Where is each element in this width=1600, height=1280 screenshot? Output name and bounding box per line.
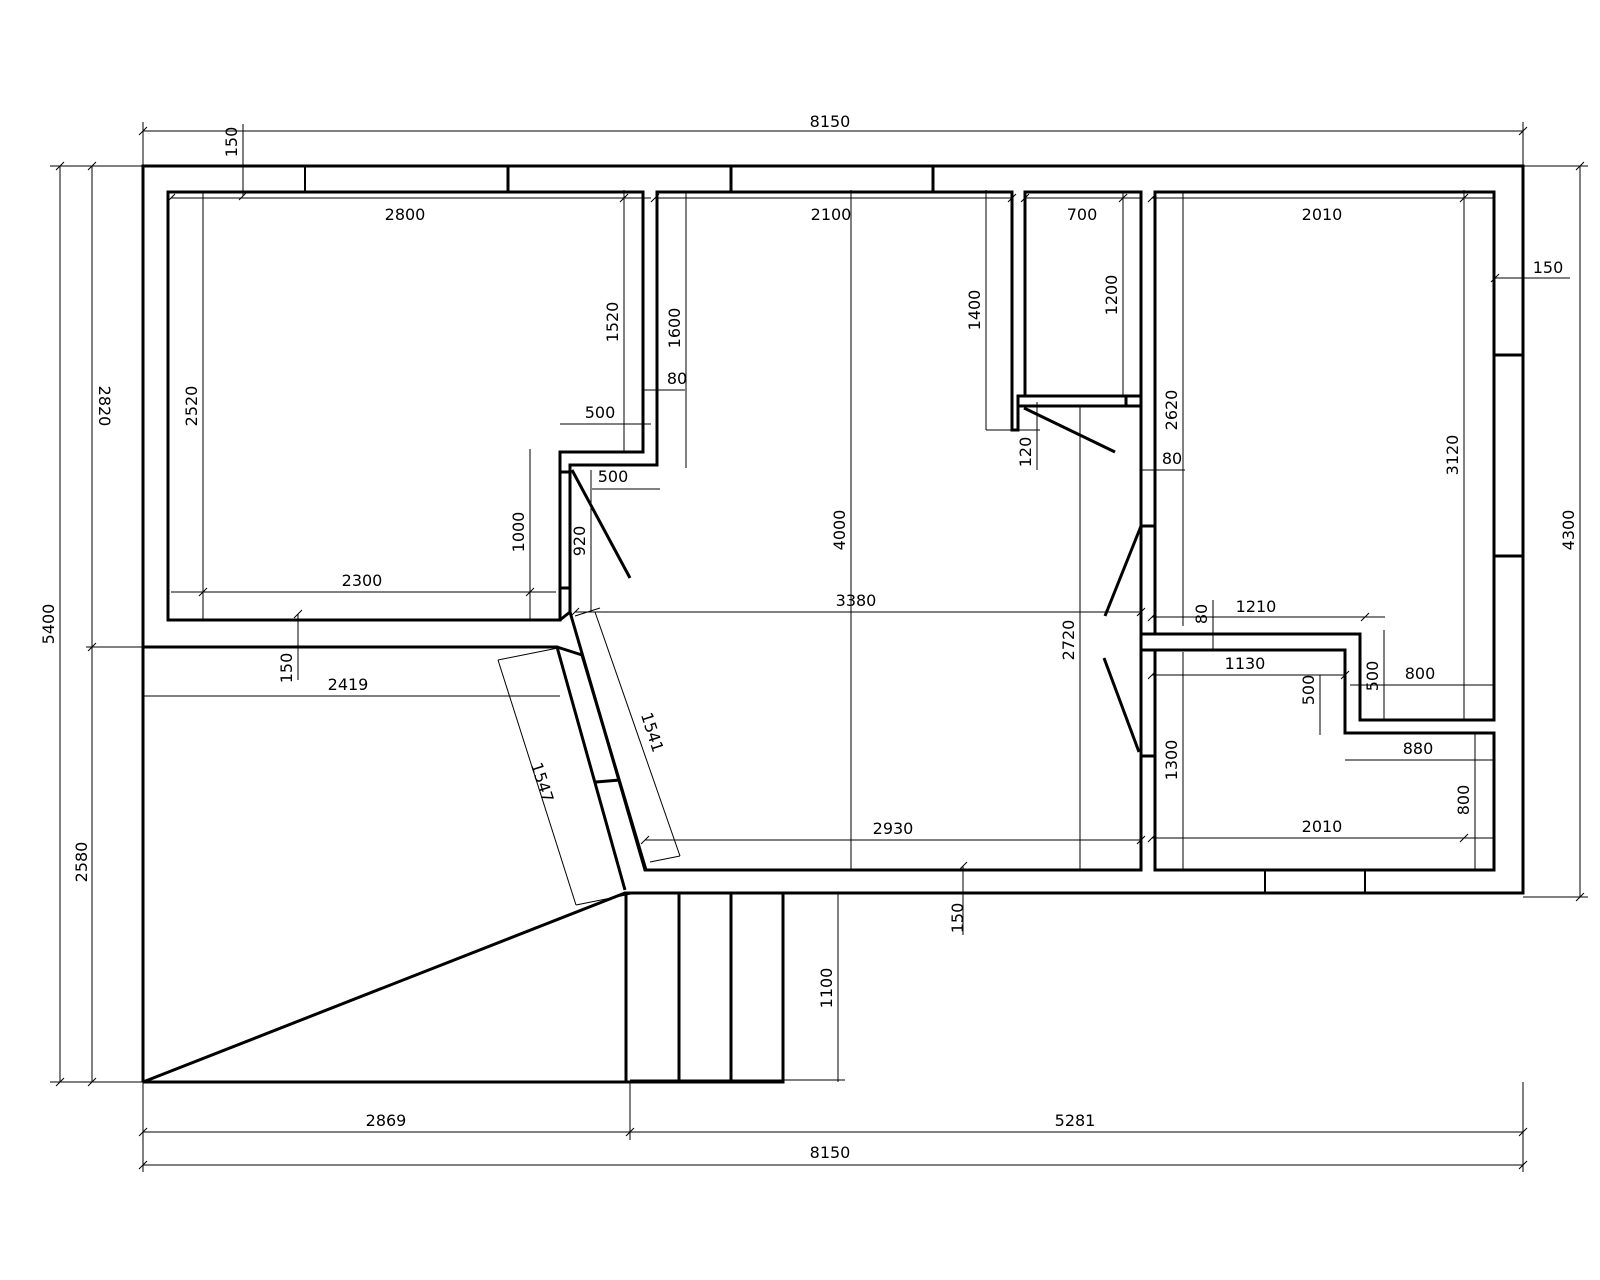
dim-room4-notch-width: 880 <box>1403 739 1434 758</box>
room-4 <box>1153 648 1496 872</box>
dimension-lines <box>50 122 1588 1172</box>
steps <box>624 891 785 1084</box>
hall <box>568 190 1143 872</box>
dim-overall-width-top: 8150 <box>810 112 851 131</box>
dim-hall-height: 4000 <box>830 510 849 551</box>
dim-hall-top-width: 2100 <box>811 205 852 224</box>
dim-room3-height: 2620 <box>1162 390 1181 431</box>
dim-hall-bottom-width: 2930 <box>873 819 914 838</box>
dim-wall-top: 150 <box>222 127 241 158</box>
dim-bottom-left: 2869 <box>366 1111 407 1130</box>
dim-room4-width: 1130 <box>1225 654 1266 673</box>
dim-hall-left-height: 1600 <box>665 308 684 349</box>
dim-wall-mid-left: 150 <box>277 653 296 684</box>
dim-room3-notch-height: 500 <box>1363 661 1382 692</box>
dim-room1-lower-height: 1000 <box>509 512 528 553</box>
dim-room4-notch-height: 500 <box>1299 675 1318 706</box>
doors <box>570 406 1143 753</box>
dim-terrace-top-width: 2419 <box>328 675 369 694</box>
dim-room4-right-height: 800 <box>1454 785 1473 816</box>
walls <box>141 164 1525 1084</box>
dimension-labels: 8150 8150 2869 5281 5400 2820 2580 4300 … <box>39 112 1578 1162</box>
dim-hall-notch-width: 500 <box>598 467 629 486</box>
dim-room1-height: 2520 <box>182 386 201 427</box>
dim-diagonal-outer: 1547 <box>527 760 558 805</box>
dim-room3-notch-width: 800 <box>1405 664 1436 683</box>
dim-wall-right: 150 <box>1533 258 1564 277</box>
dim-partition-80-a: 80 <box>667 369 687 388</box>
dim-steps-height: 1100 <box>817 968 836 1009</box>
dim-room3-right-height: 3120 <box>1443 435 1462 476</box>
dim-overall-height-left: 5400 <box>39 604 58 645</box>
dim-room1-notch-height: 1520 <box>603 302 622 343</box>
dim-hall-door-height: 920 <box>570 526 589 557</box>
dim-partition-80-c: 80 <box>1192 604 1211 624</box>
outer-wall <box>141 164 1525 1084</box>
room-1 <box>166 190 645 622</box>
dim-lower-height-left: 2580 <box>72 842 91 883</box>
dim-hall-offset-120: 120 <box>1016 437 1035 468</box>
bathroom <box>1023 190 1143 398</box>
dim-overall-height-right: 4300 <box>1559 510 1578 551</box>
dim-bath-height: 1200 <box>1102 275 1121 316</box>
dim-room1-notch-width: 500 <box>585 403 616 422</box>
dim-room4-bottom-width: 2010 <box>1302 817 1343 836</box>
dim-partition-80-b: 80 <box>1162 449 1182 468</box>
dim-wall-bottom: 150 <box>948 903 967 934</box>
dim-bottom-right: 5281 <box>1055 1111 1096 1130</box>
dim-room4-height: 1300 <box>1162 740 1181 781</box>
dim-hall-right-upper: 1400 <box>965 290 984 331</box>
dim-hall-width: 3380 <box>836 591 877 610</box>
dim-diagonal-inner: 1541 <box>637 710 668 755</box>
dim-room1-width: 2800 <box>385 205 426 224</box>
dim-room1-bottom-width: 2300 <box>342 571 383 590</box>
dim-upper-height-left: 2820 <box>95 386 114 427</box>
dim-room3-width: 2010 <box>1302 205 1343 224</box>
dim-room3-mid-width: 1210 <box>1236 597 1277 616</box>
dim-overall-width-bottom: 8150 <box>810 1143 851 1162</box>
dim-bath-width: 700 <box>1067 205 1098 224</box>
dim-hall-right-height: 2720 <box>1059 620 1078 661</box>
